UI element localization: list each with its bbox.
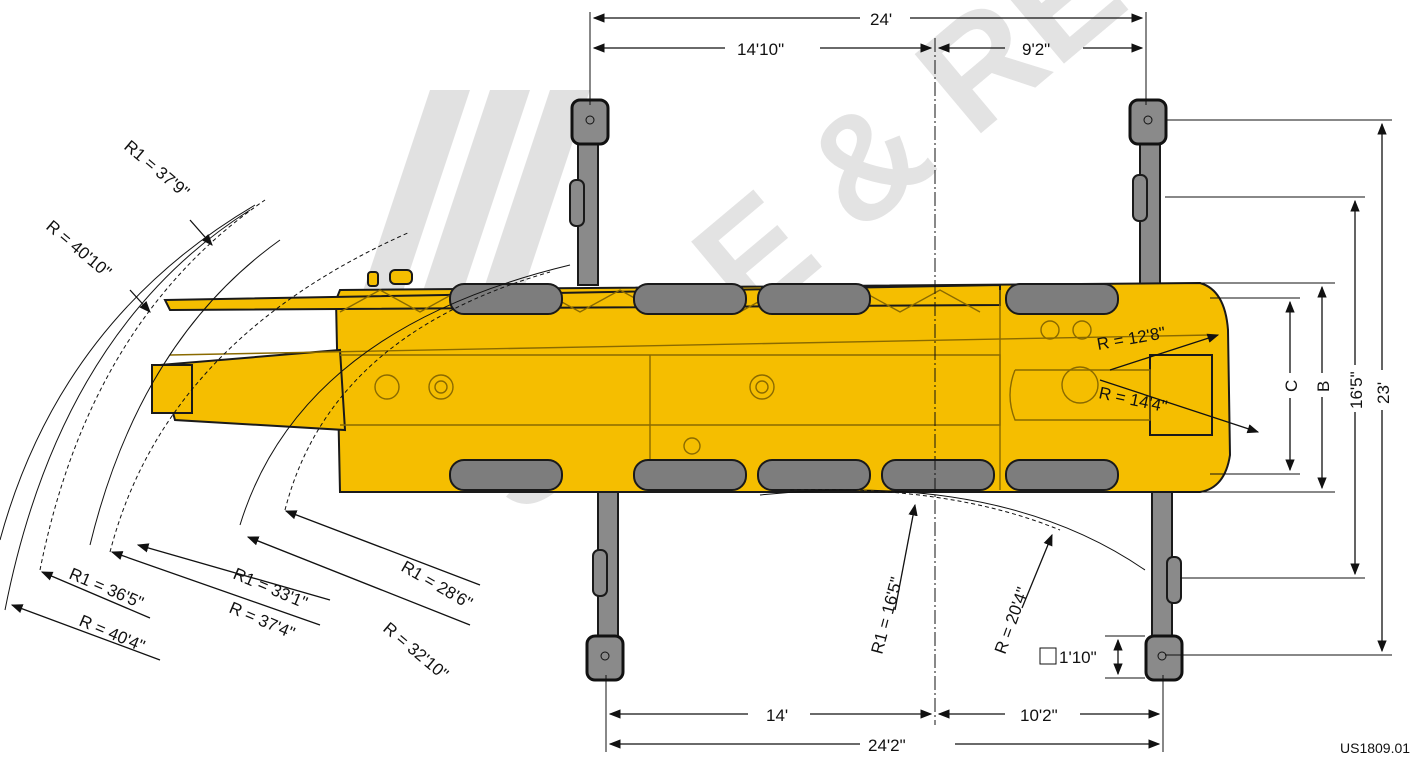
dim-top-total: 24' xyxy=(870,10,892,29)
right-dimensions: 23' 16'5" B C 1'10" xyxy=(1039,119,1393,679)
label-r-20-4: R = 20'4" xyxy=(991,585,1033,657)
outrigger-pad-bottom-right xyxy=(1144,634,1184,682)
boom-head xyxy=(151,364,193,414)
label-r1-36-5: R1 = 36'5" xyxy=(66,564,146,612)
label-r-40-10: R = 40'10" xyxy=(42,217,115,282)
label-r1-28-6: R1 = 28'6" xyxy=(398,557,476,613)
outrigger-cylinder xyxy=(569,179,585,227)
outriggers xyxy=(569,98,1184,682)
dim-pad-size: 1'10" xyxy=(1059,648,1097,667)
tire xyxy=(1005,459,1119,491)
outrigger-pad-top-left xyxy=(570,98,610,146)
tire xyxy=(757,459,871,491)
dim-bottom-left: 14' xyxy=(766,706,788,725)
drawing-id: US1809.01 xyxy=(1340,740,1410,756)
tire xyxy=(449,283,563,315)
dim-height-total: 23' xyxy=(1374,382,1393,404)
dim-bottom-total: 24'2" xyxy=(868,736,906,755)
label-r1-37-9: R1 = 37'9" xyxy=(120,137,193,202)
label-r-32-10: R = 32'10" xyxy=(379,619,452,684)
tires xyxy=(449,283,1119,491)
tire xyxy=(757,283,871,315)
dim-top-right: 9'2" xyxy=(1022,40,1050,59)
outrigger-pad-top-right xyxy=(1128,98,1168,146)
outrigger-pad-bottom-left xyxy=(585,634,625,682)
bottom-dimensions: 14' 10'2" 24'2" xyxy=(605,675,1164,755)
tire xyxy=(633,283,747,315)
outrigger-cylinder xyxy=(1132,174,1148,222)
dim-height-inner: 16'5" xyxy=(1347,371,1366,409)
tire xyxy=(1005,283,1119,315)
dim-height-b: B xyxy=(1314,381,1333,392)
label-r1-16-5: R1 = 16'5" xyxy=(868,575,907,656)
dim-top-left: 14'10" xyxy=(737,40,784,59)
outrigger-cylinder xyxy=(1166,556,1182,604)
dim-height-c: C xyxy=(1282,380,1301,392)
tire xyxy=(633,459,747,491)
square-symbol xyxy=(1039,647,1057,665)
tire xyxy=(881,459,995,491)
tire xyxy=(449,459,563,491)
outrigger-cylinder xyxy=(592,549,608,597)
top-dimensions: 24' 14'10" 9'2" xyxy=(589,10,1147,105)
operator-cab xyxy=(1149,354,1213,436)
dim-bottom-right: 10'2" xyxy=(1020,706,1058,725)
